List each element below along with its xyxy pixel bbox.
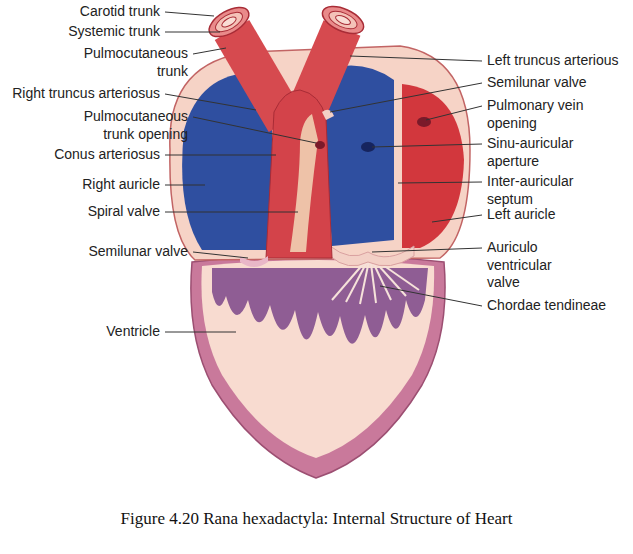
part-label: Pulmocutaneous trunk: [73, 45, 188, 80]
part-label: Pulmonary vein opening: [487, 97, 607, 132]
part-label: Sinu-auricular aperture: [487, 135, 607, 170]
pulmocutaneous-opening: [315, 141, 325, 149]
part-label: Ventricle: [10, 323, 160, 341]
part-label: Carotid trunk: [10, 3, 160, 21]
left-auricle: [402, 84, 464, 248]
figure-caption: Figure 4.20 Rana hexadactyla: Internal S…: [0, 509, 633, 529]
part-label: Right truncus arteriosus: [2, 85, 160, 103]
conus-arteriosus: [266, 90, 332, 258]
part-label: Systemic trunk: [10, 23, 160, 41]
part-label: Left auricle: [487, 206, 617, 224]
part-label: Right auricle: [10, 176, 160, 194]
part-label: Semilunar valve: [38, 243, 188, 261]
part-label: Left truncus arterious: [487, 52, 627, 70]
part-label: Pulmocutaneous trunk opening: [73, 108, 188, 143]
part-label: Auriculo ventricular valve: [487, 239, 577, 292]
truncus-opening: [204, 1, 253, 42]
part-label: Semilunar valve: [487, 74, 627, 92]
trabeculae: [212, 268, 428, 344]
spiral-valve: [290, 114, 318, 252]
part-label: Spiral valve: [10, 203, 160, 221]
truncus-opening: [318, 1, 367, 39]
inter-auricular-septum: [394, 80, 402, 246]
leader-lines: [165, 12, 482, 332]
part-label: Conus arteriosus: [10, 146, 160, 164]
part-label: Inter-auricular septum: [487, 173, 607, 208]
part-label: Chordae tendineae: [487, 297, 627, 315]
ventricle-wall: [191, 255, 445, 478]
av-valve: [330, 246, 414, 266]
pulmonary-vein-opening: [417, 117, 431, 127]
